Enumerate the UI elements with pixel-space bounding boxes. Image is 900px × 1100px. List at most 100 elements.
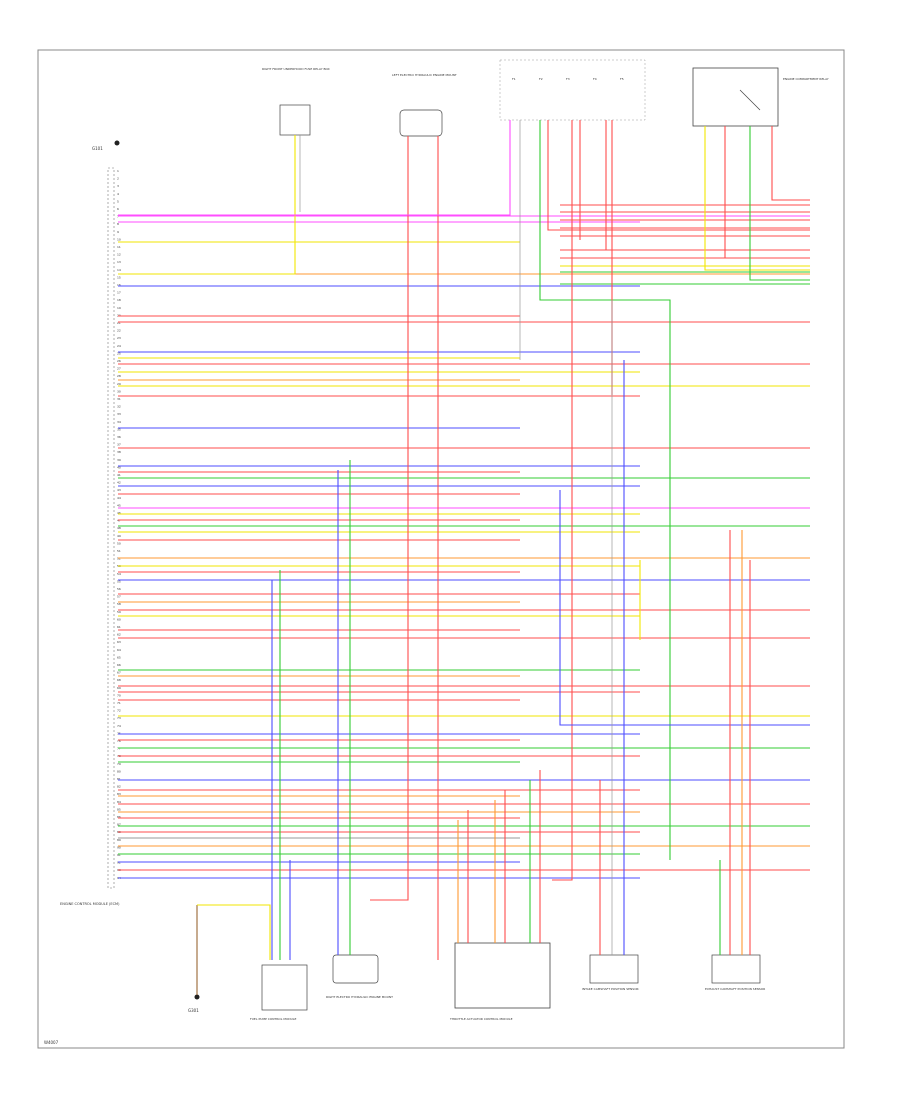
ecm-pin-label: 57 [117, 595, 121, 599]
throttle-actuator-rect [454, 942, 551, 1009]
ecm-pin-label: 66 [117, 663, 121, 667]
intake-cam-rect [589, 954, 639, 984]
exhaust-cam-label: EXHAUST CAMSHAFT POSITION SENSOR [705, 987, 765, 991]
ecm-label-text: ENGINE CONTROL MODULE (ECM) [60, 902, 120, 906]
ecm-pin-label: 83 [117, 792, 121, 796]
ecm-pin-label: 45 [117, 503, 121, 507]
ecm-pin-label: 60 [117, 617, 121, 621]
ecm-pin-label: 28 [117, 374, 121, 378]
ecm-pin-label: 8 [117, 222, 119, 226]
ecm-pin-label: 19 [117, 306, 121, 310]
relay-module-rect [692, 67, 779, 127]
wire [771, 126, 810, 201]
ecm-pin-label: 48 [117, 526, 121, 530]
ecm-pin-label: 61 [117, 625, 121, 629]
ecm-pin-label: 20 [117, 313, 121, 317]
ecm-pin-label: 47 [117, 519, 121, 523]
ecm-pin-label: 65 [117, 655, 121, 659]
ecm-pin-label: 63 [117, 640, 121, 644]
ecm-pin-label: 80 [117, 769, 121, 773]
wire [547, 120, 810, 231]
ecm-pin-label: 51 [117, 549, 121, 553]
ecm-pin-label: 22 [117, 329, 121, 333]
footer-code: W4007 [44, 1040, 59, 1045]
ecm-pin-label: 72 [117, 709, 121, 713]
ecm-pin-label: 70 [117, 693, 121, 697]
ecm-pin-label: 38 [117, 450, 121, 454]
ecm-pin-label: 92 [117, 861, 121, 865]
ecm-pin-label: 84 [117, 800, 121, 804]
intake-cam-label: INTAKE CAMSHAFT POSITION SENSOR [582, 987, 639, 991]
fuse-label: F4 [593, 77, 597, 81]
ecm-pin-label: 31 [117, 397, 121, 401]
ecm-pin-label: 29 [117, 382, 121, 386]
ecm-pin-label: 49 [117, 534, 121, 538]
ecm-pin-label: 54 [117, 572, 121, 576]
ground-g101: G101 [92, 140, 120, 151]
ecm-pin-label: 71 [117, 701, 121, 705]
ecm-pin-label: 55 [117, 579, 121, 583]
ecm-pin-label: 37 [117, 443, 121, 447]
ecm-pin-label: 16 [117, 283, 121, 287]
wire [118, 135, 296, 275]
ecm-pin-label: 67 [117, 671, 121, 675]
ecm-pin-label: 23 [117, 336, 121, 340]
ecm-pin-label: 6 [117, 207, 119, 211]
ecm-pin-label: 77 [117, 747, 121, 751]
ecm-pin-label: 4 [117, 192, 119, 196]
ecm-pin-label: 58 [117, 602, 121, 606]
ecm-pin-label: 41 [117, 473, 121, 477]
ground-g101-label: G101 [92, 146, 103, 151]
ecm-pin-label: 18 [117, 298, 121, 302]
wire [197, 904, 271, 960]
ecm-pin-label: 79 [117, 762, 121, 766]
fuse-block [499, 59, 646, 121]
diagram-frame [37, 49, 845, 1049]
wire [539, 120, 671, 860]
ecm-pin-label: 59 [117, 610, 121, 614]
ecm-pin-label: 13 [117, 260, 121, 264]
ecm-pin-label: 21 [117, 321, 121, 325]
ecm-pin-label: 82 [117, 785, 121, 789]
ecm-pin-label: 26 [117, 359, 121, 363]
ecm-pin-label: 85 [117, 807, 121, 811]
ecm-pin-label: 3 [117, 184, 119, 188]
ecm-pin-label: 43 [117, 488, 121, 492]
ecm-pin-label: 81 [117, 777, 121, 781]
right-solenoid-rect [332, 954, 379, 984]
ground-g301-dot [194, 994, 200, 1000]
ecm-pin-label: 74 [117, 724, 121, 728]
wire [370, 136, 409, 901]
ecm-box [107, 167, 115, 889]
ecm-pin-label: 36 [117, 435, 121, 439]
fuse-label: F2 [539, 77, 543, 81]
ecm-pin-label: 87 [117, 823, 121, 827]
exhaust-cam-rect [711, 954, 761, 984]
wire [704, 126, 810, 271]
fuel-pump-module-rect [261, 964, 308, 1011]
ground-g301-label: G301 [188, 1008, 199, 1013]
ecm-pin-label: 56 [117, 587, 121, 591]
relay-module-label: ENGINE COMPARTMENT RELAY [783, 77, 829, 81]
ecm-pin-label: 62 [117, 633, 121, 637]
ecm-pin-label: 35 [117, 427, 121, 431]
ecm-pin-label: 68 [117, 678, 121, 682]
ecm-pin-label: 33 [117, 412, 121, 416]
ecm-pin-label: 44 [117, 496, 121, 500]
ecm-pin-label: 76 [117, 739, 121, 743]
ecm-pin-label: 69 [117, 686, 121, 690]
wire [552, 120, 573, 881]
ecm-pin-label: 9 [117, 230, 119, 234]
throttle-actuator-label: THROTTLE ACTUATOR CONTROL MODULE [449, 1017, 513, 1021]
fuse-label: F3 [566, 77, 570, 81]
ecm-pin-label: 40 [117, 465, 121, 469]
ecm-pin-label: 89 [117, 838, 121, 842]
ecm-pin-label: 10 [117, 237, 121, 241]
right-solenoid-label: RIGHT ELECTRO HYDRAULIC ENGINE MOUNT [326, 995, 393, 999]
ecm-pin-label: 14 [117, 268, 121, 272]
fuel-pump-module-label: FUEL PUMP CONTROL MODULE [250, 1017, 297, 1021]
ground-g101-dot [114, 140, 120, 146]
ecm-pin-label: 1 [117, 169, 119, 173]
